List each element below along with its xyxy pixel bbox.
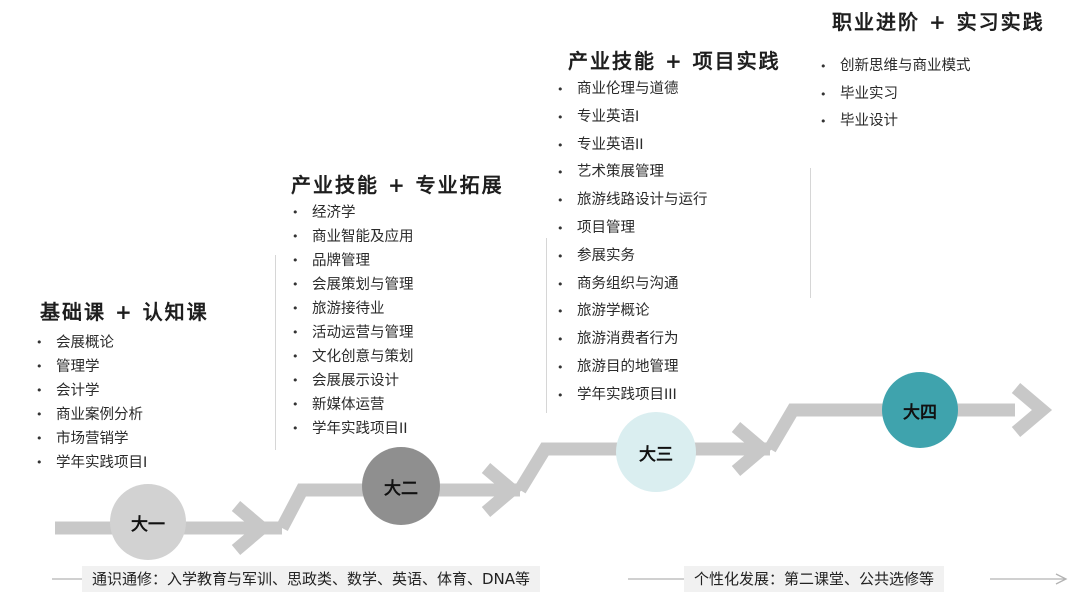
timeline-arrowhead — [1055, 573, 1068, 585]
stage-title-year1: 基础课 + 认知课 — [40, 300, 209, 324]
arrowhead-1 — [231, 501, 273, 555]
course-item: 经济学 — [290, 201, 414, 225]
course-item: 学年实践项目III — [555, 382, 708, 410]
stage-title-year2: 产业技能 + 专业拓展 — [291, 173, 504, 197]
personal-development-label: 个性化发展：第二课堂、公共选修等 — [684, 566, 945, 592]
year-badge-2: 大二 — [362, 447, 440, 525]
course-item: 项目管理 — [555, 215, 708, 243]
arrowhead-3 — [731, 422, 773, 476]
year-badge-1: 大一 — [110, 484, 186, 560]
course-item: 商业智能及应用 — [290, 225, 414, 249]
course-item: 专业英语I — [555, 104, 708, 132]
course-item: 文化创意与策划 — [290, 345, 414, 369]
stage-title-year4: 职业进阶 + 实习实践 — [832, 10, 1045, 34]
arrowhead-2 — [481, 463, 523, 517]
course-item: 会展展示设计 — [290, 369, 414, 393]
course-list-year2: 经济学 商业智能及应用 品牌管理 会展策划与管理 旅游接待业 活动运营与管理 文… — [290, 201, 414, 441]
course-item: 毕业设计 — [818, 108, 971, 136]
course-item: 新媒体运营 — [290, 393, 414, 417]
stage-title-year3: 产业技能 + 项目实践 — [568, 49, 781, 73]
course-item: 学年实践项目I — [34, 451, 147, 475]
course-item: 商业伦理与道德 — [555, 76, 708, 104]
course-item: 会计学 — [34, 379, 147, 403]
arrowheads — [231, 383, 1053, 555]
course-item: 创新思维与商业模式 — [818, 53, 971, 81]
course-item: 商务组织与沟通 — [555, 271, 708, 299]
course-item: 旅游目的地管理 — [555, 354, 708, 382]
divider-year3 — [546, 238, 547, 413]
general-education-label: 通识通修：入学教育与军训、思政类、数学、英语、体育、DNA等 — [82, 566, 541, 592]
course-list-year3: 商业伦理与道德 专业英语I 专业英语II 艺术策展管理 旅游线路设计与运行 项目… — [555, 76, 708, 410]
course-list-year4: 创新思维与商业模式 毕业实习 毕业设计 — [818, 53, 971, 136]
year-badge-4: 大四 — [882, 372, 958, 448]
course-item: 品牌管理 — [290, 249, 414, 273]
course-item: 会展概论 — [34, 331, 147, 355]
course-item: 旅游消费者行为 — [555, 326, 708, 354]
course-item: 旅游线路设计与运行 — [555, 187, 708, 215]
course-item: 会展策划与管理 — [290, 273, 414, 297]
arrow-segment-2 — [276, 483, 520, 532]
course-item: 管理学 — [34, 355, 147, 379]
course-item: 旅游学概论 — [555, 298, 708, 326]
course-item: 毕业实习 — [818, 81, 971, 109]
course-item: 旅游接待业 — [290, 297, 414, 321]
course-item: 活动运营与管理 — [290, 321, 414, 345]
bottom-timeline — [52, 573, 1068, 585]
year-badge-3: 大三 — [616, 412, 696, 492]
course-list-year1: 会展概论 管理学 会计学 商业案例分析 市场营销学 学年实践项目I — [34, 331, 147, 475]
course-item: 商业案例分析 — [34, 403, 147, 427]
course-item: 市场营销学 — [34, 427, 147, 451]
course-item: 艺术策展管理 — [555, 159, 708, 187]
course-item: 学年实践项目II — [290, 417, 414, 441]
arrowhead-4 — [1011, 383, 1053, 437]
course-item: 专业英语II — [555, 132, 708, 160]
divider-year4 — [810, 168, 811, 298]
staircase-arrow — [55, 403, 1015, 535]
course-item: 参展实务 — [555, 243, 708, 271]
divider-year2 — [275, 255, 276, 450]
